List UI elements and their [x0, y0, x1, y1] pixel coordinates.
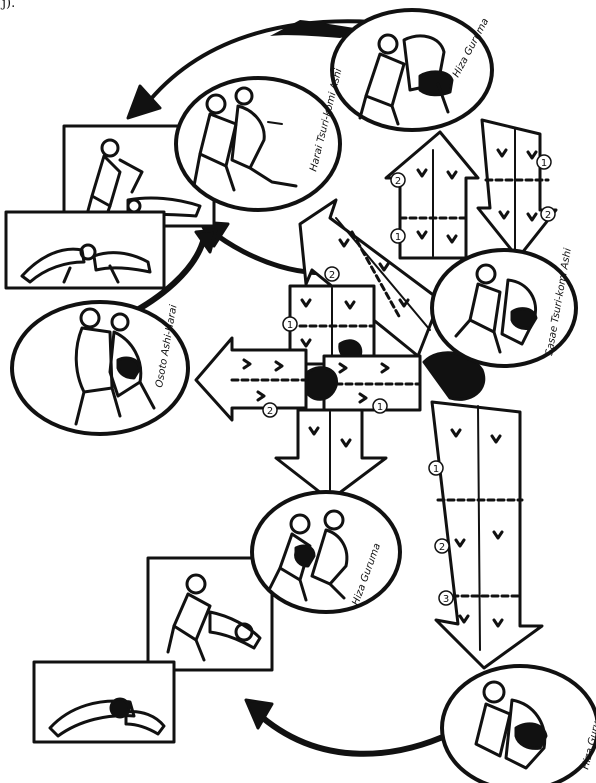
- step-badge: 3: [439, 591, 453, 605]
- svg-text:1: 1: [433, 464, 439, 475]
- frame-rect-bottom-left: [34, 662, 174, 742]
- frame-rect-bottom-mid: [148, 558, 272, 670]
- step-badge: 1: [283, 317, 297, 331]
- arrow-left: [196, 338, 306, 420]
- step-badge: 2: [391, 173, 405, 187]
- step-badge: 1: [391, 229, 405, 243]
- svg-text:3: 3: [443, 594, 449, 605]
- step-badge: 1: [373, 399, 387, 413]
- step-badge: 1: [429, 461, 443, 475]
- arrow-down-long-right: [424, 353, 542, 668]
- curved-arrow-bottom: [246, 700, 462, 754]
- circle-hiza-guruma-bottom: [442, 666, 596, 783]
- step-badge: 2: [435, 539, 449, 553]
- svg-text:1: 1: [395, 232, 401, 243]
- svg-text:2: 2: [267, 406, 273, 417]
- arrow-center-horizontal: [306, 356, 420, 410]
- svg-text:2: 2: [329, 270, 335, 281]
- step-badge: 2: [263, 403, 277, 417]
- arrow-down-right: [478, 120, 556, 258]
- svg-text:2: 2: [439, 542, 445, 553]
- arrow-down-center: [276, 410, 386, 500]
- svg-text:1: 1: [377, 402, 383, 413]
- svg-text:2: 2: [395, 176, 401, 187]
- svg-text:1: 1: [287, 320, 293, 331]
- frame-rect-left: [6, 212, 164, 288]
- circle-hiza-guruma-top: [332, 10, 492, 130]
- svg-text:2: 2: [545, 210, 551, 221]
- svg-text:1: 1: [541, 158, 547, 169]
- step-badge: 1: [537, 155, 551, 169]
- step-badge: 2: [325, 267, 339, 281]
- step-badge: 2: [541, 207, 555, 221]
